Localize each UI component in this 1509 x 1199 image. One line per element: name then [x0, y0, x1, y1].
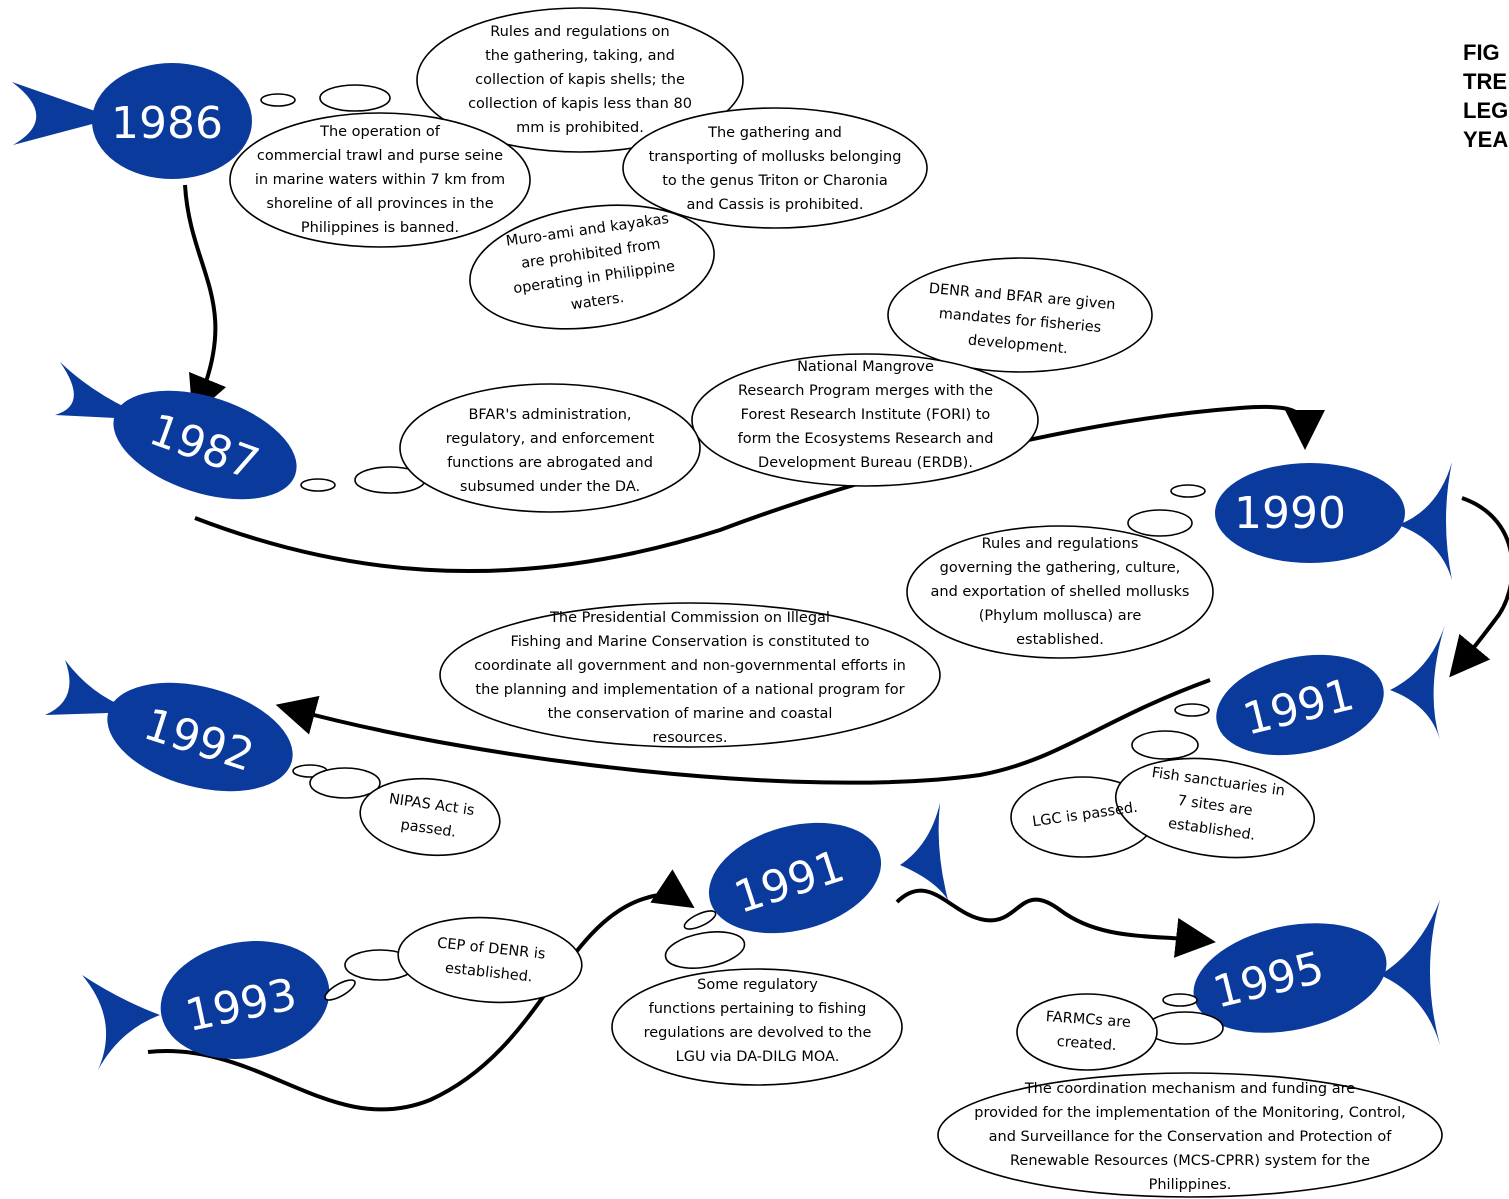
fish-1986: 1986 — [12, 63, 252, 179]
flow-arrow-1986-1987 — [183, 184, 227, 417]
bubble-mangrove-shape — [691, 353, 1039, 487]
bubble-farmcs-shape — [1016, 993, 1158, 1071]
bubble-mollusks-text: Rules and regulations governing the gath… — [930, 536, 1190, 648]
bubble-kapis-shape — [416, 7, 744, 153]
flow-arrow-1991-1992 — [275, 678, 1211, 785]
bubble-kapis-text: Rules and regulations on the gathering, … — [468, 24, 692, 136]
bubble-mcs-text: The coordination mechanism and funding a… — [974, 1081, 1406, 1193]
bubble-mangrove-text: National Mangrove Research Program merge… — [737, 359, 994, 471]
bubble-devolved-text: Some regulatory functions pertaining to … — [643, 977, 872, 1065]
bubble-triton-text: The gathering and transporting of mollus… — [648, 125, 902, 213]
bubble-commission-text: The Presidential Commission on Illegal F… — [474, 610, 906, 746]
flow-arrow-1987-1990 — [194, 404, 1325, 574]
fish-1991-middle: 1991 — [708, 803, 948, 934]
flow-arrow-1990-1991 — [1449, 496, 1509, 678]
fish-1991-right: 1991 — [1216, 625, 1445, 756]
figure-title: FIG TRE LEG YEA — [1463, 40, 1509, 152]
fish-1995: 1995 — [1193, 900, 1440, 1045]
year-label-1986: 1986 — [111, 98, 223, 149]
bubble-triton-shape — [622, 107, 928, 229]
bubble-muroami-shape — [469, 204, 715, 330]
year-label-1990: 1990 — [1234, 488, 1346, 539]
bubble-mollusks-shape — [906, 525, 1214, 659]
bubble-farmcs-text: FARMCs are created. — [1045, 1009, 1132, 1055]
bubble-bfar-admin-shape — [399, 383, 701, 513]
bubble-commission-shape — [439, 602, 941, 748]
fish-1993: 1993 — [82, 941, 330, 1070]
bubble-nipas-shape — [359, 777, 501, 857]
bubble-denr-bfar-shape — [887, 257, 1153, 373]
bubble-mcs-shape — [937, 1072, 1443, 1198]
bubble-trawl-shape — [229, 112, 531, 248]
bubble-trawl-text: The operation of commercial trawl and pu… — [254, 124, 506, 236]
bubble-bfar-admin-text: BFAR's administration, regulatory, and e… — [445, 407, 655, 495]
fish-1992: 1992 — [45, 660, 293, 792]
bubble-devolved-shape — [611, 968, 903, 1086]
fish-1990: 1990 — [1215, 462, 1452, 580]
bubble-cep-shape — [397, 916, 583, 1004]
flow-arrow-1991-1995 — [895, 888, 1216, 958]
flow-arrow-1993-1991 — [147, 869, 695, 1112]
bubble-sanctuaries-shape — [1114, 757, 1316, 859]
fish-1987: 1987 — [55, 362, 297, 500]
